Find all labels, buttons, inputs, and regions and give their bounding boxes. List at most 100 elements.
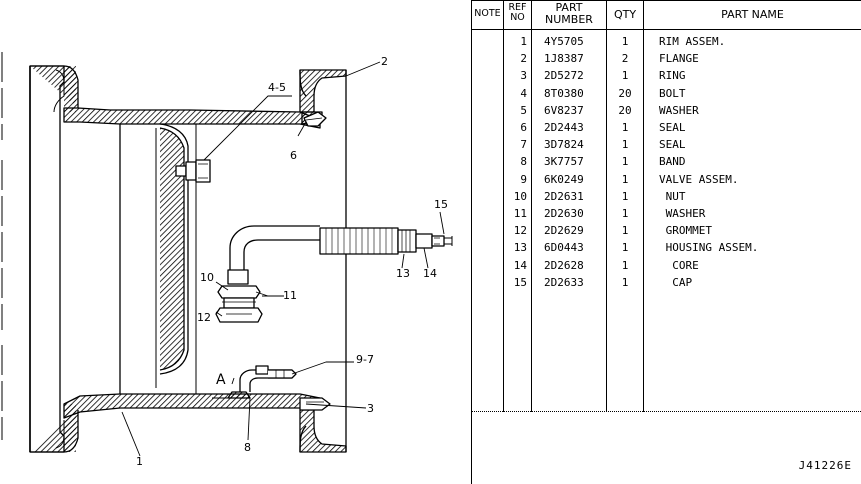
qty-cell: 1: [621, 138, 629, 152]
leader-lines: [121, 61, 445, 457]
callout-a: A: [216, 372, 226, 388]
ref-cell: 3: [520, 69, 527, 83]
callout-14: 14: [423, 267, 437, 280]
valve-lower: [239, 365, 297, 392]
part-name-cell: WASHER: [659, 103, 699, 117]
part-name-cell: NUT: [659, 189, 686, 203]
valve-base: [215, 269, 269, 323]
part-name-cell: HOUSING ASSEM.: [659, 241, 759, 255]
part-name-cell: RING: [659, 69, 686, 83]
qty-cell: 1: [621, 189, 629, 203]
part-name-cell: CAP: [659, 275, 693, 289]
header-part-number-2: NUMBER: [545, 13, 593, 26]
right-flange-upper: [299, 69, 347, 452]
table-row: 11 2D2630 1 WASHER: [471, 205, 861, 222]
callout-2: 2: [381, 55, 388, 68]
band-8: [212, 391, 251, 399]
ref-cell: 2: [520, 52, 527, 66]
table-row: 4 8T0380 20 BOLT: [471, 85, 861, 102]
right-flange-lower: [299, 409, 347, 453]
part-number-cell: 2D2443: [544, 121, 584, 134]
qty-cell: 1: [621, 275, 629, 289]
part-number-cell: 6D0443: [544, 241, 584, 255]
part-number-cell: 3D7824: [544, 138, 584, 152]
callout-6: 6: [290, 149, 297, 162]
ref-cell: 5: [520, 103, 527, 117]
callout-13: 13: [396, 267, 410, 280]
part-name-cell: FLANGE: [659, 52, 699, 66]
table-row: 10 2D2631 1 NUT: [471, 188, 861, 205]
part-number-cell: 1J8387: [544, 52, 584, 66]
header-bottom-rule: [471, 29, 861, 30]
callout-9-7: 9-7: [356, 353, 374, 366]
column-divider-qty: [643, 0, 644, 412]
qty-cell: 20: [618, 86, 632, 100]
ref-cell: 11: [513, 207, 527, 220]
header-part-name: PART NAME: [721, 8, 784, 21]
callout-8: 8: [244, 441, 251, 454]
part-name-cell: GROMMET: [659, 224, 712, 238]
part-number-cell: 2D2631: [544, 189, 584, 203]
part-name-cell: VALVE ASSEM.: [659, 172, 739, 186]
part-name-cell: BAND: [659, 155, 686, 169]
ref-cell: 13: [513, 241, 527, 255]
table-row: 7 3D7824 1 SEAL: [471, 136, 861, 153]
part-name-cell: WASHER: [659, 207, 706, 220]
column-divider-note: [503, 0, 504, 412]
header-qty: QTY: [613, 8, 637, 21]
ref-cell: 4: [520, 86, 527, 100]
table-row: 5 6V8237 20 WASHER: [471, 102, 861, 119]
table-border-top: [471, 0, 861, 1]
ring-3: [299, 397, 331, 411]
part-number-cell: 2D2630: [544, 207, 584, 220]
ref-cell: 15: [513, 275, 527, 289]
part-number-cell: 4Y5705: [544, 35, 584, 48]
qty-cell: 1: [621, 207, 629, 220]
ref-cell: 9: [520, 172, 527, 186]
qty-cell: 2: [621, 52, 629, 66]
table-row: 3 2D5272 1 RING: [471, 67, 861, 84]
part-name-cell: BOLT: [659, 86, 686, 100]
part-name-cell: SEAL: [659, 121, 686, 134]
ref-cell: 12: [513, 224, 527, 238]
drawing-code: J41226E: [798, 459, 852, 472]
table-row: 2 1J8387 2 FLANGE: [471, 50, 861, 67]
valve-stem-upper: [229, 225, 453, 270]
part-name-cell: RIM ASSEM.: [659, 35, 726, 48]
callout-4-5: 4-5: [268, 81, 286, 94]
table-border-left: [471, 0, 472, 484]
ref-cell: 8: [520, 155, 527, 169]
part-number-cell: 6V8237: [544, 103, 584, 117]
qty-cell: 1: [621, 224, 629, 238]
part-name-cell: CORE: [659, 258, 699, 272]
column-divider-part-number: [606, 0, 607, 412]
part-number-cell: 2D2633: [544, 275, 584, 289]
qty-cell: 1: [621, 172, 629, 186]
header-part-number-1: PART: [555, 1, 583, 14]
part-number-cell: 6K0249: [544, 172, 584, 186]
qty-cell: 1: [621, 121, 629, 134]
part-number-cell: 2D5272: [544, 69, 584, 83]
qty-cell: 1: [621, 155, 629, 169]
callout-12: 12: [197, 311, 211, 324]
part-number-cell: 8T0380: [544, 86, 584, 100]
callout-15: 15: [434, 198, 448, 211]
ref-cell: 10: [513, 189, 527, 203]
callout-11: 11: [283, 289, 297, 302]
qty-cell: 20: [618, 103, 632, 117]
rim-assembly-drawing: [1, 52, 453, 457]
callout-10: 10: [200, 271, 214, 284]
table-row: 9 6K0249 1 VALVE ASSEM.: [471, 171, 861, 188]
header-note: NOTE: [474, 8, 501, 19]
bolt-4-5: [175, 159, 211, 183]
ref-cell: 7: [520, 138, 527, 152]
rim-left-flange: [29, 65, 79, 453]
qty-cell: 1: [621, 35, 629, 48]
qty-cell: 1: [621, 69, 629, 83]
part-name-cell: SEAL: [659, 138, 686, 152]
ref-cell: 6: [520, 121, 527, 134]
